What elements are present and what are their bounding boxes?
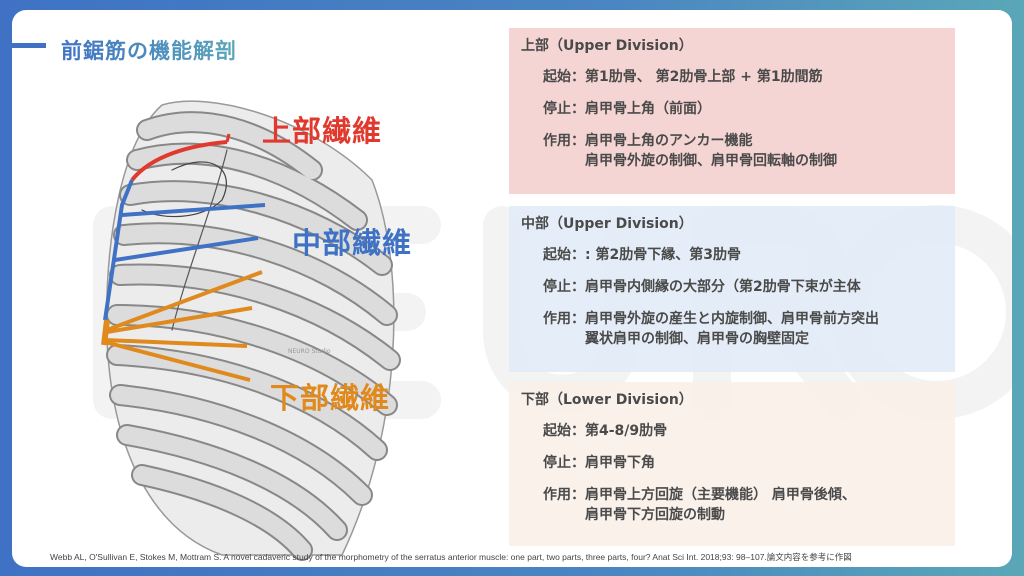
lower-fiber-line-2 bbox=[106, 306, 253, 334]
middle-fiber-medial-border bbox=[103, 179, 134, 321]
action-row: 作用：肩甲骨上角のアンカー機能 肩甲骨外旋の制御、肩甲骨回転軸の制御 bbox=[543, 131, 943, 171]
page-title: 前鋸筋の機能解剖 bbox=[61, 35, 237, 65]
row-value: 肩甲骨上方回旋（主要機能） 肩甲骨後傾、 肩甲骨下方回旋の制動 bbox=[585, 487, 856, 523]
row-value: : 第2肋骨下縁、第3肋骨 bbox=[585, 247, 741, 263]
middle-fiber-line-1 bbox=[121, 203, 266, 217]
citation: Webb AL, O'Sullivan E, Stokes M, Mottram… bbox=[50, 552, 852, 562]
row-key: 作用： bbox=[543, 487, 585, 503]
section-heading: 下部（Lower Division） bbox=[521, 392, 693, 408]
row-key: 起始： bbox=[543, 69, 585, 85]
studio-mark: NEURO Studio bbox=[288, 348, 331, 355]
upper-fiber-line bbox=[130, 140, 228, 182]
insertion-row: 停止： 肩甲骨内側縁の大部分（第2肋骨下束が主体 bbox=[543, 277, 943, 297]
row-value: 第1肋骨、 第2肋骨上部 + 第1肋間筋 bbox=[585, 69, 823, 85]
row-value: 肩甲骨内側縁の大部分（第2肋骨下束が主体 bbox=[585, 279, 861, 295]
lower-fiber-line-4 bbox=[104, 340, 251, 382]
middle-division-box: 中部（Upper Division） 起始：: 第2肋骨下縁、第3肋骨 停止： … bbox=[509, 206, 955, 372]
lower-fiber-line-1 bbox=[106, 270, 263, 332]
origin-row: 起始：第1肋骨、 第2肋骨上部 + 第1肋間筋 bbox=[543, 67, 943, 87]
ribcage bbox=[105, 100, 401, 561]
row-value: 第4-8/9肋骨 bbox=[585, 423, 668, 439]
ribcage-illustration bbox=[101, 100, 401, 561]
upper-division-box: 上部（Upper Division） 起始：第1肋骨、 第2肋骨上部 + 第1肋… bbox=[509, 28, 955, 194]
middle-fiber-line-2 bbox=[114, 236, 259, 262]
row-key: 停止： bbox=[543, 101, 585, 117]
origin-row: 起始：第4-8/9肋骨 bbox=[543, 421, 943, 441]
origin-row: 起始：: 第2肋骨下縁、第3肋骨 bbox=[543, 245, 943, 265]
action-row: 作用：肩甲骨上方回旋（主要機能） 肩甲骨後傾、 肩甲骨下方回旋の制動 bbox=[543, 485, 943, 525]
row-value: 肩甲骨上角（前面） bbox=[585, 101, 711, 117]
action-row: 作用：肩甲骨外旋の産生と内旋制御、肩甲骨前方突出 翼状肩甲の制御、肩甲骨の胸壁固… bbox=[543, 309, 943, 349]
row-key: 作用： bbox=[543, 311, 585, 327]
row-key: 作用： bbox=[543, 133, 585, 149]
section-heading: 中部（Upper Division） bbox=[521, 216, 693, 232]
lower-fiber-origin bbox=[101, 319, 110, 346]
row-value: 肩甲骨上角のアンカー機能 肩甲骨外旋の制御、肩甲骨回転軸の制御 bbox=[585, 133, 837, 169]
label-middle-fibers: 中部繊維 bbox=[292, 226, 413, 260]
upper-fiber-insertion bbox=[225, 133, 231, 143]
muscle-fibers bbox=[101, 133, 266, 382]
insertion-row: 停止：肩甲骨下角 bbox=[543, 453, 943, 473]
row-key: 停止： bbox=[543, 279, 585, 295]
row-key: 停止： bbox=[543, 455, 585, 471]
lower-division-box: 下部（Lower Division） 起始：第4-8/9肋骨 停止：肩甲骨下角 … bbox=[509, 382, 955, 546]
label-upper-fibers: 上部繊維 bbox=[262, 114, 383, 148]
row-key: 起始： bbox=[543, 247, 585, 263]
lower-fiber-line-3 bbox=[104, 338, 248, 348]
insertion-row: 停止：肩甲骨上角（前面） bbox=[543, 99, 943, 119]
section-heading: 上部（Upper Division） bbox=[521, 38, 693, 54]
title-accent-bar bbox=[12, 43, 46, 48]
row-value: 肩甲骨外旋の産生と内旋制御、肩甲骨前方突出 翼状肩甲の制御、肩甲骨の胸壁固定 bbox=[585, 311, 879, 347]
slide: 前鋸筋の機能解剖 NEURO bbox=[12, 10, 1012, 567]
label-lower-fibers: 下部繊維 bbox=[270, 381, 391, 415]
row-value: 肩甲骨下角 bbox=[585, 455, 655, 471]
row-key: 起始： bbox=[543, 423, 585, 439]
